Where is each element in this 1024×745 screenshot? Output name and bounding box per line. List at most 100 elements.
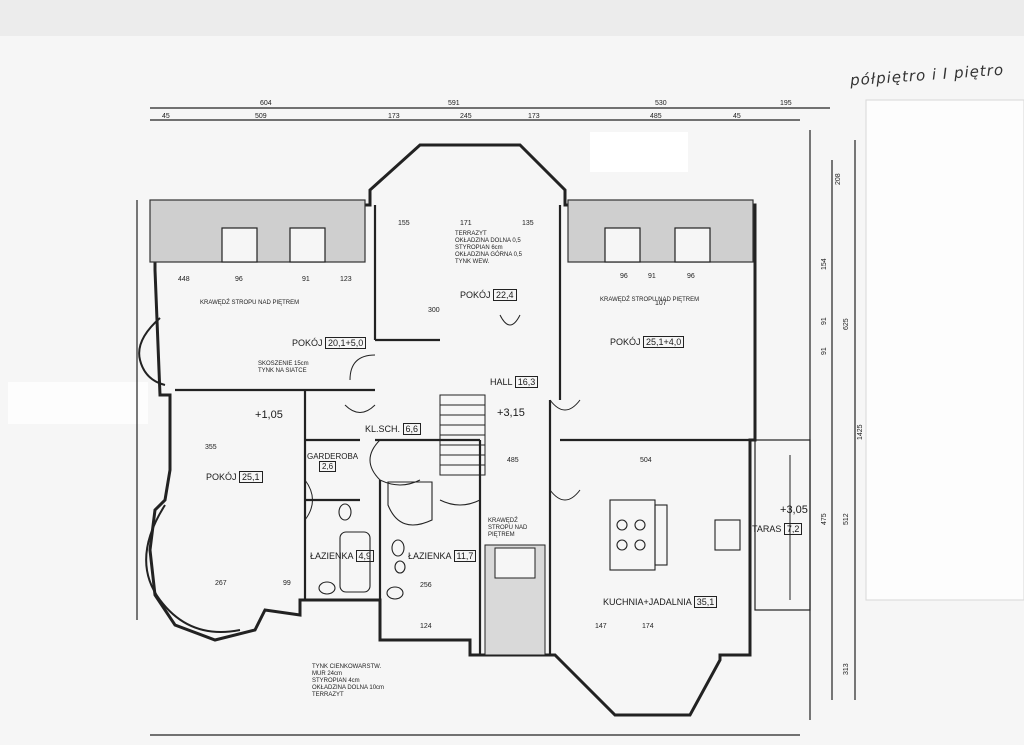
dim-in-3: 91 (302, 276, 310, 283)
dim-top-3: 530 (655, 100, 667, 107)
ceiling-edge-note-k: KRAWĘDŹ STROPU NAD PIĘTREM (488, 518, 528, 538)
level-terrace-value: 3,05 (786, 504, 808, 516)
terrazyt-note: TERRAZYT OKŁADZINA DOLNA 0,5 STYROPIAN 6… (455, 231, 522, 266)
room-pokoj-n: POKÓJ 22,4 (460, 289, 517, 301)
dim-right-9: 313 (843, 663, 850, 675)
dim-mid-11: 147 (595, 623, 607, 630)
room-area: 7,2 (783, 523, 803, 535)
paper-top-strip (0, 0, 1024, 36)
dim-in-2: 96 (235, 276, 243, 283)
room-pokoj-ne: POKÓJ 25,1+4,0 (610, 336, 685, 348)
wc-1 (338, 503, 352, 521)
room-area: 16,3 (514, 376, 539, 388)
dim-in-8: 107 (655, 300, 667, 307)
room-klsch: KL.SCH. 6,6 (365, 423, 422, 435)
hob-2 (634, 519, 646, 531)
door-klsch (344, 404, 376, 413)
dormer-3 (604, 227, 641, 263)
bay-window-west (145, 504, 241, 633)
dim-sub-4: 245 (460, 113, 472, 120)
dormer-2 (289, 227, 326, 263)
dim-mid-8: 267 (215, 580, 227, 587)
door-hall-1 (349, 354, 376, 381)
dim-sub-3: 173 (388, 113, 400, 120)
dim-sub-2: 509 (255, 113, 267, 120)
room-name: KUCHNIA+JADALNIA (603, 597, 692, 607)
room-hall: HALL 16,3 (490, 376, 539, 388)
wall-legend: TYNK CIENKOWARSTW. MUR 24cm STYROPIAN 4c… (312, 664, 384, 699)
dim-mid-9: 256 (420, 582, 432, 589)
dim-sub-6: 485 (650, 113, 662, 120)
room-name: ŁAZIENKA (310, 551, 354, 561)
legend-line: TYNK CIENKOWARSTW. (312, 664, 382, 670)
dim-right-3: 91 (821, 317, 828, 325)
kitchen-island (494, 547, 536, 579)
legend-line: STYROPIAN 4cm (312, 678, 360, 684)
room-name: POKÓJ (460, 290, 491, 300)
dim-mid-1: 300 (428, 307, 440, 314)
room-name: TARAS (752, 524, 782, 534)
legend-line: MUR 24cm (312, 671, 343, 677)
room-name: POKÓJ (292, 338, 323, 348)
dim-sub-5: 173 (528, 113, 540, 120)
room-name: GARDEROBA (307, 452, 359, 461)
dim-mid-3: 135 (522, 220, 534, 227)
dim-mid-12: 174 (642, 623, 654, 630)
room-name: POKÓJ (206, 472, 237, 482)
corner-bathtub (387, 481, 433, 526)
bay-window-porch (138, 317, 166, 386)
eave-east (567, 199, 754, 263)
dim-sub-1: 45 (162, 113, 170, 120)
room-name: POKÓJ (610, 337, 641, 347)
room-area: 25,1 (239, 471, 263, 483)
fridge (714, 519, 741, 551)
bathtub (339, 531, 371, 593)
level-west-value: 1,05 (261, 409, 283, 421)
sloping-note: SKOSZENIE 15cm TYNK NA SIATCE (258, 361, 309, 375)
dim-top-4: 195 (780, 100, 792, 107)
room-lazienka-1: ŁAZIENKA 4,9 (310, 550, 375, 562)
note-line: OKŁADZINA GÓRNA 0,5 (455, 252, 523, 258)
washbasin-2 (318, 581, 336, 595)
note-line: TERRAZYT (455, 231, 487, 237)
dim-right-4: 91 (821, 347, 828, 355)
level-hall-value: 3,15 (503, 407, 525, 419)
dim-in-5: 96 (620, 273, 628, 280)
hob-1 (616, 519, 628, 531)
door-west (304, 479, 313, 521)
level-terrace: +3,05 (780, 504, 808, 516)
wc-3 (394, 560, 406, 574)
room-lazienka-2: ŁAZIENKA 11,7 (408, 550, 477, 562)
door-hall-4 (549, 399, 581, 411)
sink (654, 504, 668, 566)
dormer-1 (221, 227, 258, 263)
legend-line: TERRAZYT (312, 692, 344, 698)
ceiling-edge-note-n: KRAWĘDŹ STROPU NAD PIĘTREM (200, 300, 300, 306)
dim-right-7: 512 (843, 513, 850, 525)
overlay-paper-left (8, 382, 148, 424)
room-area: 2,6 (319, 461, 337, 472)
room-garderoba: GARDEROBA 2,6 (307, 452, 358, 472)
spiral-stair (369, 439, 421, 486)
room-area: 25,1+4,0 (643, 336, 685, 348)
room-area: 6,6 (402, 423, 422, 435)
room-area: 4,9 (355, 550, 375, 562)
level-hall: +3,15 (497, 407, 525, 419)
dormer-4 (674, 227, 711, 263)
door-bath (439, 499, 481, 506)
hob-3 (616, 539, 628, 551)
dim-mid-4: 155 (398, 220, 410, 227)
note-line: TYNK NA SIATCE (258, 368, 307, 374)
terrace-outline (754, 439, 811, 611)
room-taras: TARAS 7,2 (752, 523, 803, 535)
note-line: STYROPIAN 6cm (455, 245, 503, 251)
room-area: 11,7 (453, 550, 477, 562)
room-name: HALL (490, 377, 513, 387)
dim-in-1: 448 (178, 276, 190, 283)
note-line: TYNK WEW. (455, 259, 490, 265)
dim-mid-2: 171 (460, 220, 472, 227)
room-name: ŁAZIENKA (408, 551, 452, 561)
dim-right-6: 1425 (857, 424, 864, 440)
room-kuchnia: KUCHNIA+JADALNIA 35,1 (603, 596, 718, 608)
note-line: SKOSZENIE 15cm (258, 361, 309, 367)
